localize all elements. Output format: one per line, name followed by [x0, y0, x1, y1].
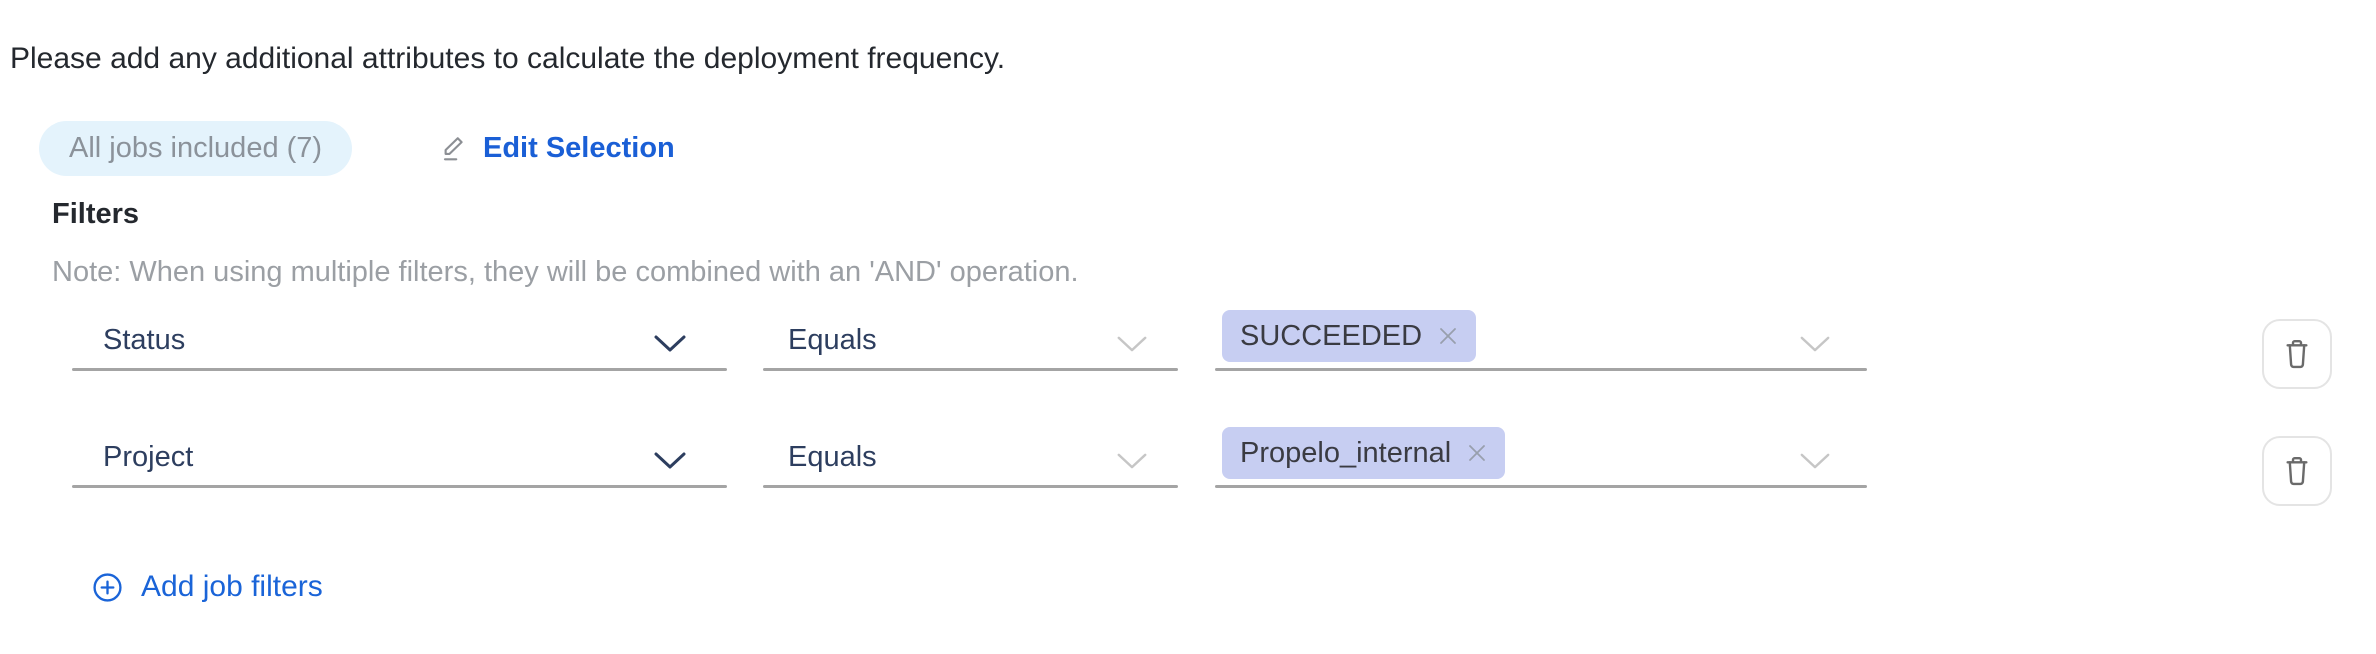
chevron-down-icon [1799, 335, 1831, 353]
filter-row: Status Equals SUCCEEDED [0, 307, 2376, 389]
select-underline [72, 485, 727, 488]
selected-values: SUCCEEDED [1222, 310, 1477, 362]
filter-attribute-value: Status [103, 324, 186, 356]
select-underline [1215, 368, 1867, 371]
edit-selection-label: Edit Selection [483, 131, 675, 164]
select-underline [763, 368, 1178, 371]
chevron-down-icon [1116, 452, 1148, 470]
select-underline [1215, 485, 1867, 488]
plus-circle-icon [92, 572, 123, 603]
value-tag: SUCCEEDED [1222, 310, 1477, 362]
chevron-down-icon [1116, 335, 1148, 353]
close-icon[interactable] [1467, 443, 1487, 463]
filter-operator-value: Equals [788, 441, 877, 473]
filters-heading: Filters [52, 198, 140, 230]
delete-filter-button[interactable] [2262, 436, 2332, 506]
jobs-included-badge: All jobs included (7) [39, 121, 353, 176]
pencil-icon [440, 133, 470, 163]
filter-values-select[interactable]: SUCCEEDED [1215, 307, 1867, 371]
selected-values: Propelo_internal [1222, 427, 1506, 479]
edit-selection-link[interactable]: Edit Selection [440, 128, 675, 168]
value-tag-label: Propelo_internal [1240, 436, 1452, 469]
filter-attribute-value: Project [103, 441, 194, 473]
filter-attribute-select[interactable]: Status [72, 307, 727, 371]
instruction-text: Please add any additional attributes to … [10, 42, 1006, 75]
select-underline [763, 485, 1178, 488]
filter-row: Project Equals Propelo_internal [0, 424, 2376, 506]
delete-filter-button[interactable] [2262, 319, 2332, 389]
close-icon[interactable] [1438, 326, 1458, 346]
trash-icon [2281, 336, 2313, 372]
chevron-down-icon [653, 451, 687, 470]
select-underline [72, 368, 727, 371]
add-job-filters-link[interactable]: Add job filters [92, 570, 323, 604]
chevron-down-icon [1799, 452, 1831, 470]
filters-note: Note: When using multiple filters, they … [52, 256, 1079, 288]
value-tag-label: SUCCEEDED [1240, 319, 1423, 352]
filter-attribute-select[interactable]: Project [72, 424, 727, 488]
trash-icon [2281, 453, 2313, 489]
add-job-filters-label: Add job filters [141, 570, 323, 603]
filter-operator-select[interactable]: Equals [763, 307, 1178, 371]
filter-operator-select[interactable]: Equals [763, 424, 1178, 488]
value-tag: Propelo_internal [1222, 427, 1506, 479]
filter-operator-value: Equals [788, 324, 877, 356]
chevron-down-icon [653, 334, 687, 353]
filter-values-select[interactable]: Propelo_internal [1215, 424, 1867, 488]
